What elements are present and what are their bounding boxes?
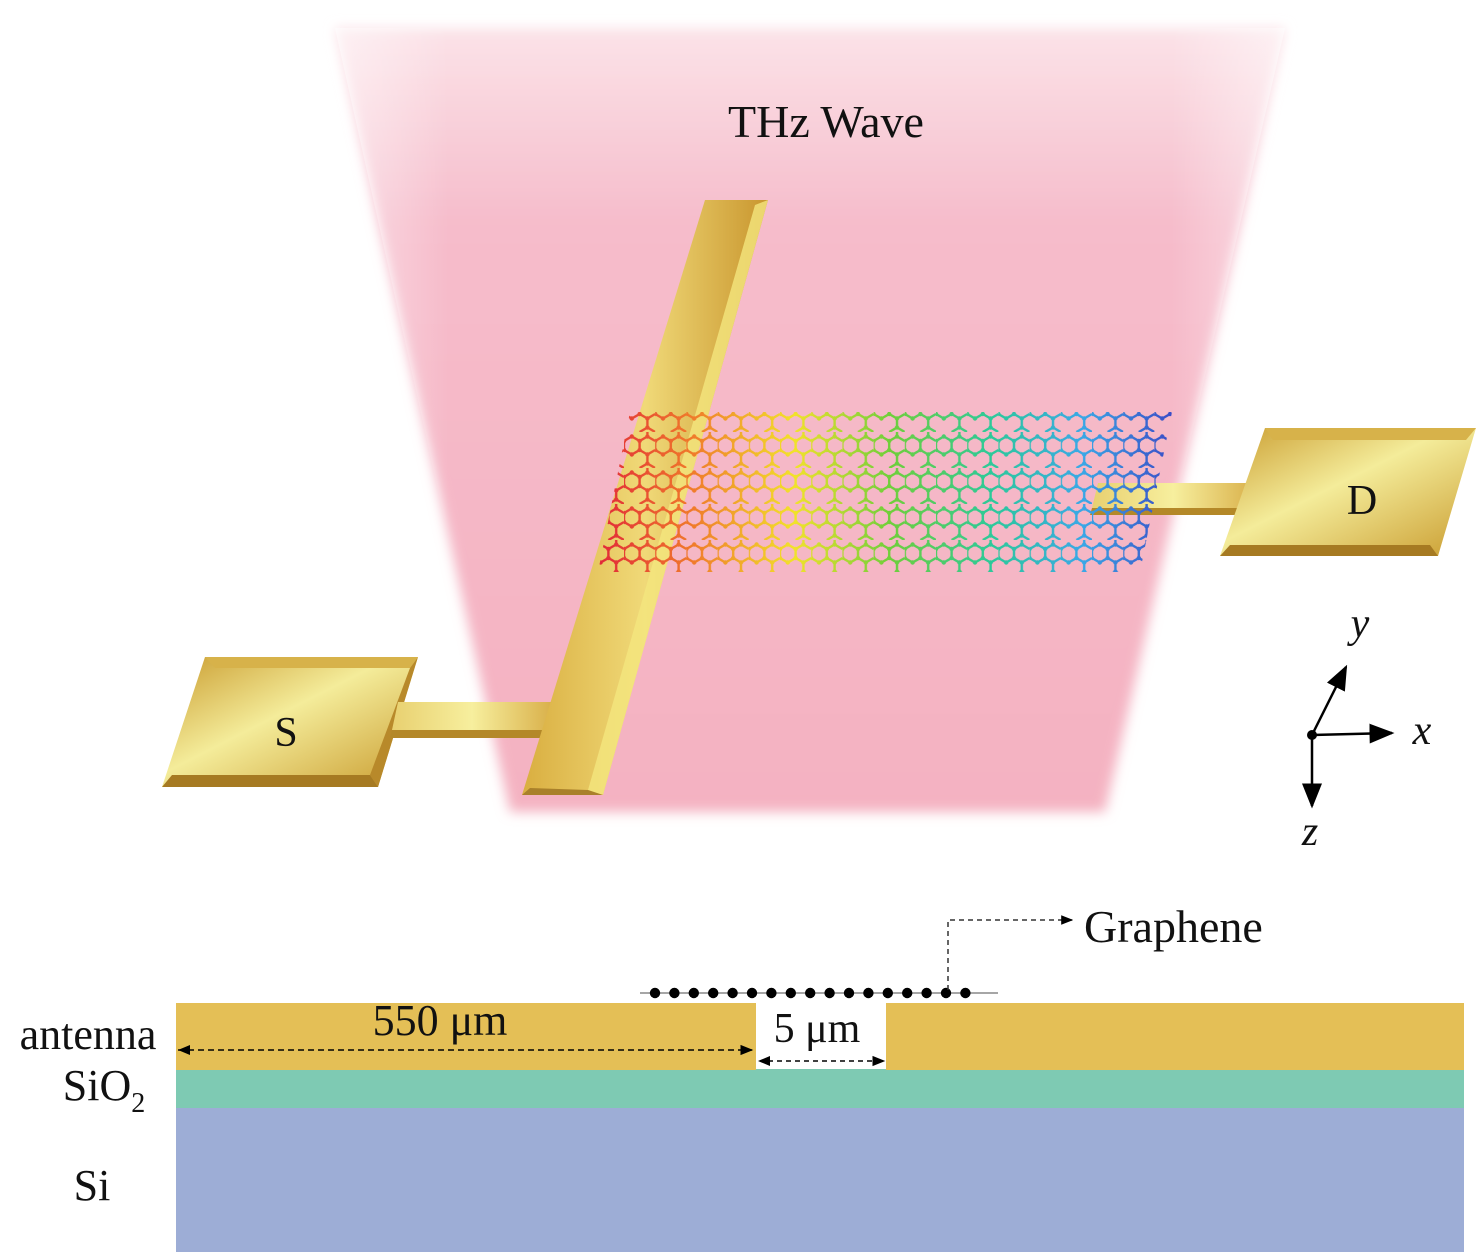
si-label: Si (74, 1161, 111, 1210)
graphene-atom (805, 987, 816, 999)
dimension-550 (178, 1044, 754, 1056)
graphene-atom (766, 987, 777, 999)
graphene-lattice-icon (598, 412, 1172, 572)
graphene-atom (669, 987, 680, 999)
graphene-atom (746, 987, 758, 999)
antenna-label: antenna (20, 1010, 157, 1059)
thz-wave-label: THz Wave (728, 96, 924, 147)
graphene-atom (960, 987, 971, 999)
graphene-atom (902, 987, 913, 999)
dimension-5 (758, 1055, 886, 1067)
source-pad (162, 657, 418, 787)
graphene-atom (863, 987, 874, 999)
graphene-atom (727, 987, 738, 999)
graphene-atom (708, 987, 719, 999)
graphene-atom (940, 987, 952, 999)
drain-pad (1220, 428, 1476, 556)
graphene-atom (882, 987, 893, 999)
layer-stack (176, 1003, 1464, 1252)
graphene-atom (649, 987, 661, 999)
antenna-layer-left (176, 1003, 756, 1070)
drain-label: D (1347, 478, 1377, 524)
graphene-atom (688, 987, 699, 999)
dimension-5-label: 5 μm (774, 1006, 861, 1052)
graphene-atom (921, 987, 932, 999)
antenna-layer-right (886, 1003, 1464, 1070)
axis-x-label: x (1412, 708, 1432, 754)
axis-arrows-icon (1302, 664, 1395, 809)
dimension-550-label: 550 μm (373, 996, 508, 1045)
axis-y-label: y (1347, 601, 1370, 647)
source-label: S (274, 710, 297, 756)
graphene-label: Graphene (1084, 901, 1263, 952)
graphene-pointer (947, 915, 1074, 990)
sio2-label: SiO2 (63, 1061, 145, 1119)
axis-z-label: z (1301, 809, 1318, 855)
source-feed-line (390, 702, 552, 738)
graphene-atom (824, 987, 835, 999)
si-layer (176, 1107, 1464, 1252)
graphene-atom (785, 987, 796, 999)
sio2-layer (176, 1069, 1464, 1108)
graphene-chain (640, 987, 998, 999)
graphene-atom (843, 987, 855, 999)
